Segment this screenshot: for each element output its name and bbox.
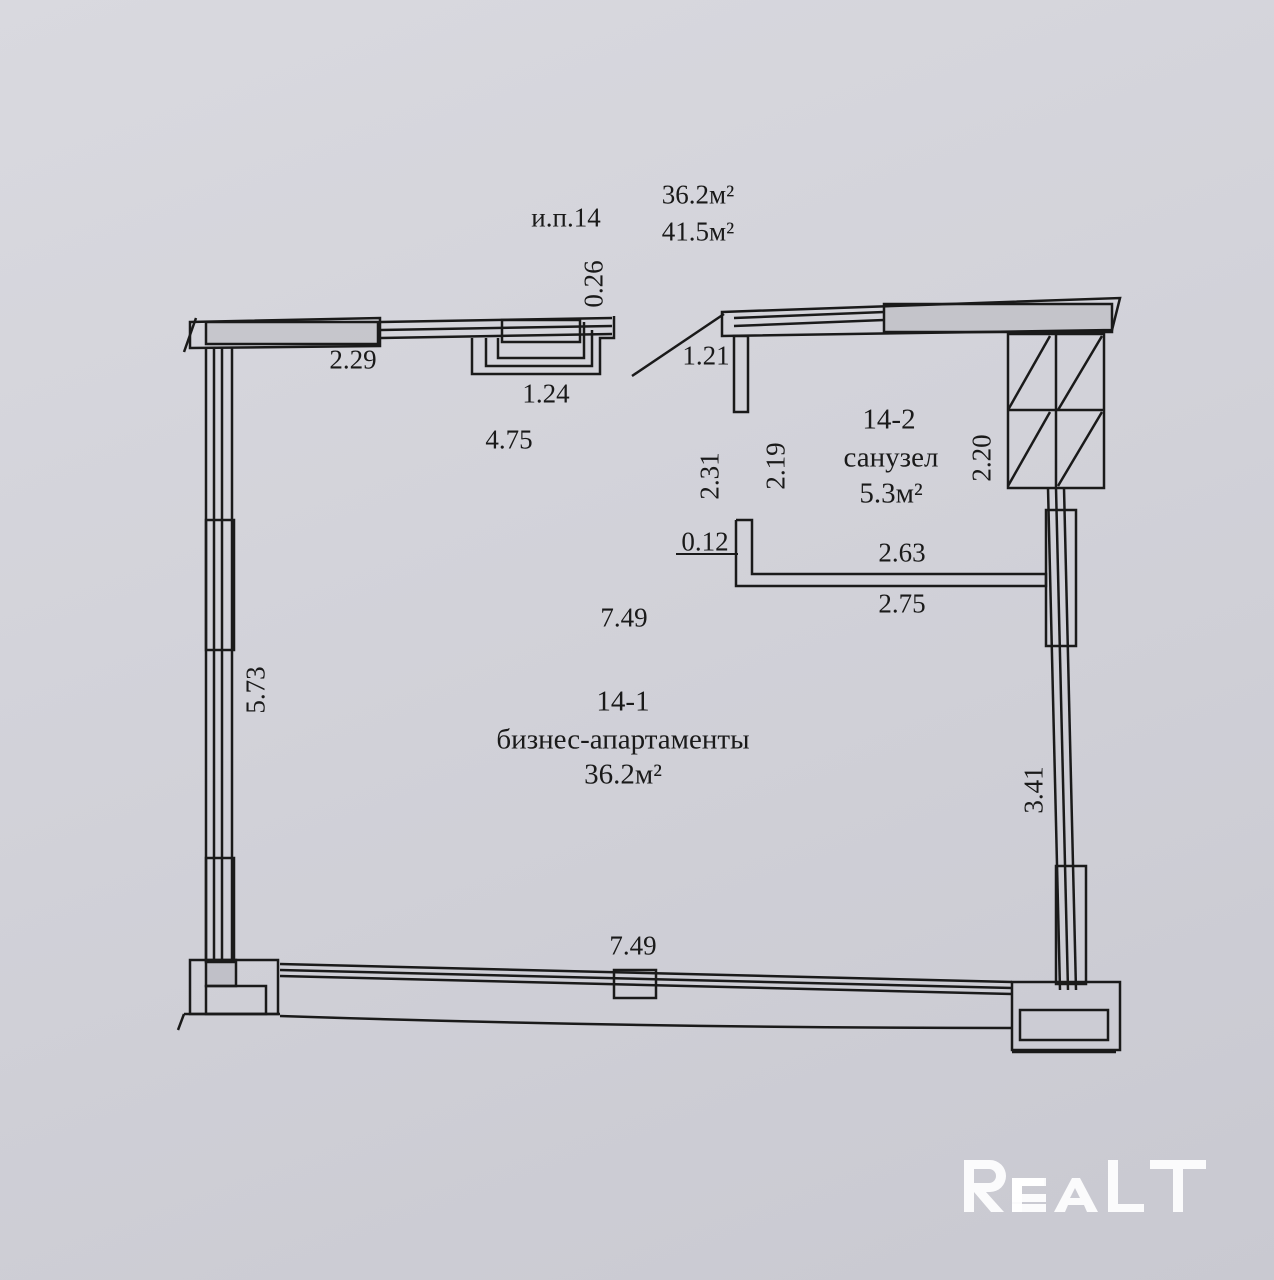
- bottom-right-corner: [1010, 980, 1122, 1054]
- dim-top-span: 4.75: [485, 424, 533, 455]
- dim-bottom-wall: 7.49: [609, 930, 657, 961]
- dim-bath-width-outer: 2.75: [878, 588, 926, 619]
- dim-top-left-wall: 2.29: [329, 344, 377, 375]
- room-bath-name: санузел: [843, 441, 939, 474]
- area-label-2: 41.5м²: [661, 216, 735, 247]
- dim-bath-width-inner: 2.63: [878, 537, 926, 568]
- door-swing-line: [631, 312, 725, 378]
- unit-label: и.п.14: [531, 202, 601, 233]
- realt-logo-watermark: [964, 1160, 1206, 1212]
- top-left-wall: [182, 316, 382, 353]
- right-wall: [1044, 487, 1088, 991]
- dim-left-wall: 5.73: [240, 666, 271, 714]
- room-bath-number: 14-2: [862, 403, 916, 436]
- left-wall: [204, 348, 236, 964]
- dim-bath-height-right: 2.20: [966, 434, 997, 482]
- top-niche: [379, 316, 616, 376]
- dim-right-wall: 3.41: [1018, 766, 1049, 814]
- room-main-number: 14-1: [596, 685, 650, 718]
- room-main-name: бизнес-апартаменты: [496, 723, 750, 756]
- area-label-1: 36.2м²: [661, 179, 735, 210]
- room-main-area: 36.2м²: [584, 758, 662, 791]
- dim-bath-height-left: 2.31: [694, 452, 725, 500]
- bottom-wall: [279, 962, 1013, 1030]
- dim-bath-height-inner: 2.19: [760, 442, 791, 490]
- room-bath-area: 5.3м²: [859, 477, 923, 510]
- ventilation-shaft: [1006, 332, 1106, 490]
- dim-partition-thickness: 0.12: [681, 526, 729, 557]
- bottom-left-corner: [176, 958, 280, 1031]
- dim-niche-width: 1.24: [522, 378, 570, 409]
- dim-door-gap: 1.21: [682, 340, 730, 371]
- dim-main-width: 7.49: [600, 602, 648, 633]
- dim-niche-depth: 0.26: [578, 260, 609, 308]
- top-right-wall: [720, 296, 1122, 414]
